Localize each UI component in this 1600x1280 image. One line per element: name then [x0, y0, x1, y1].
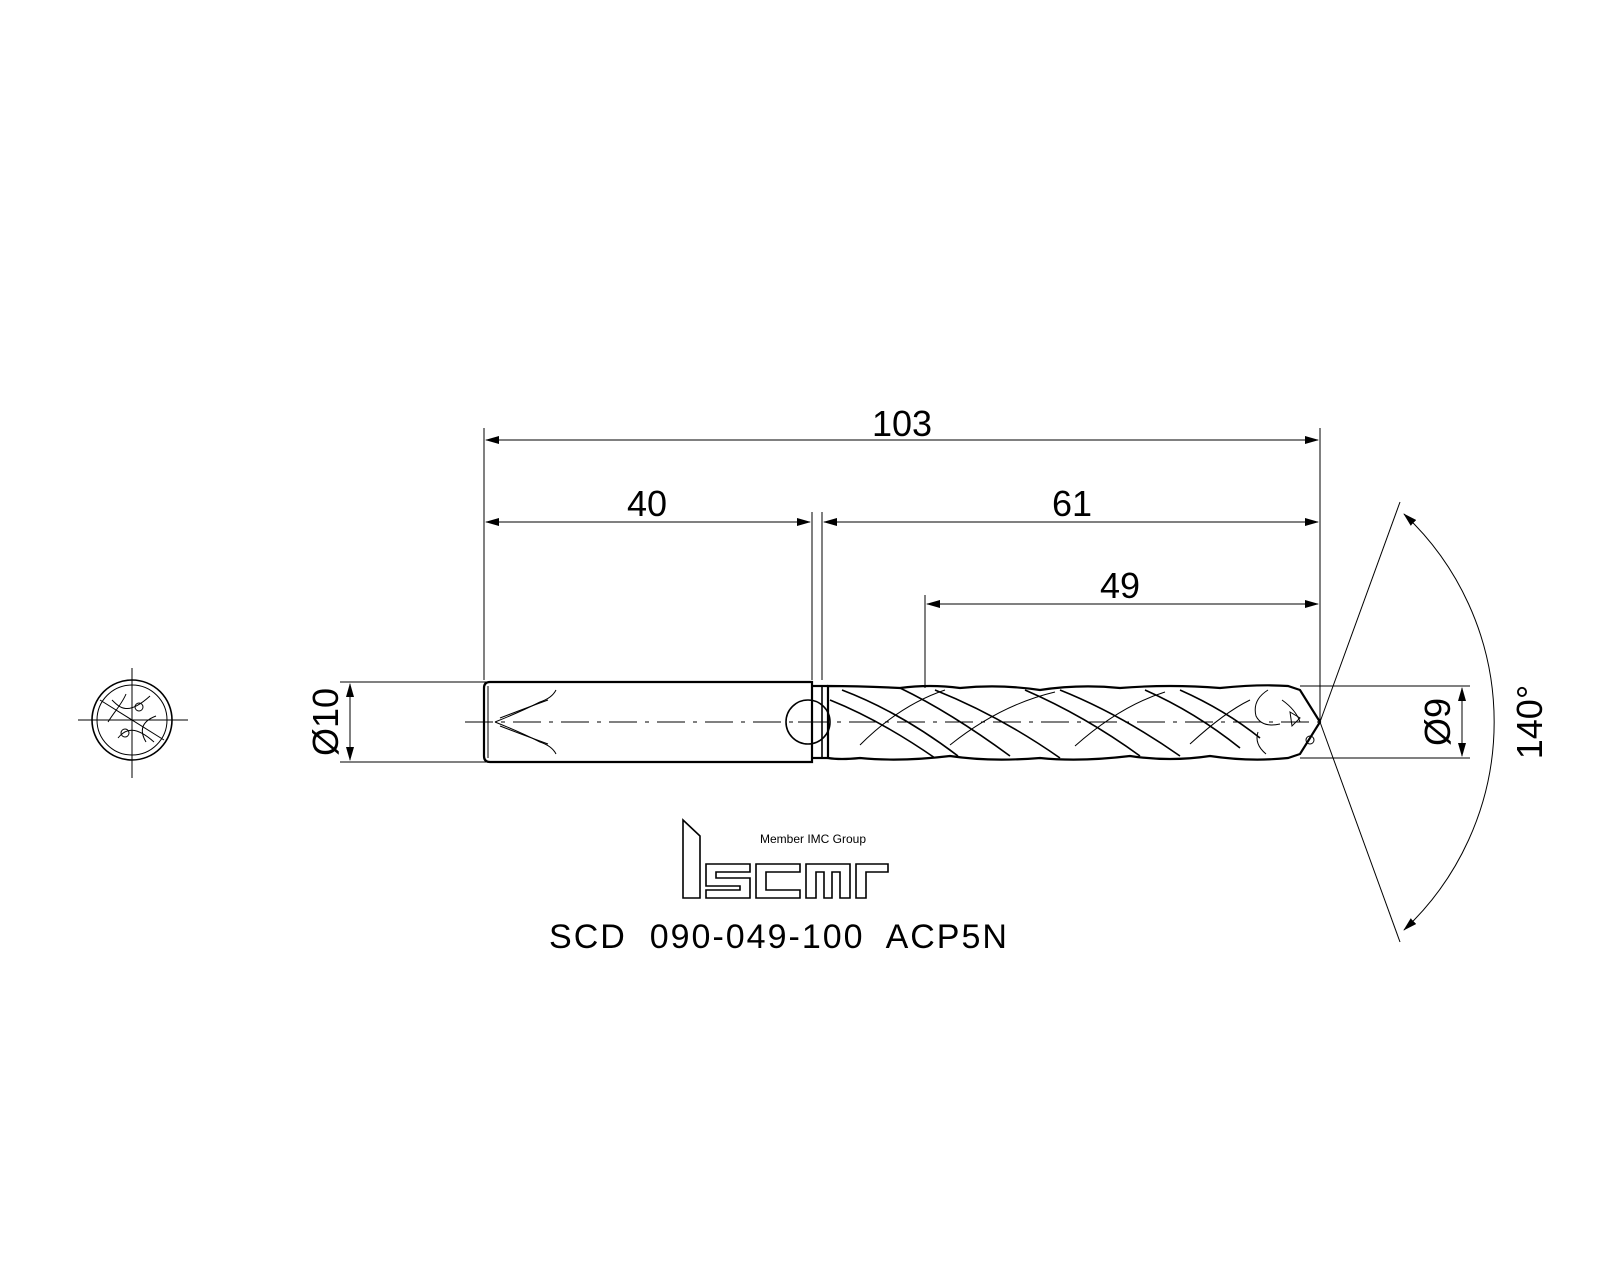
dimension-lines: [346, 436, 1495, 943]
dim-shank-diameter: Ø10: [305, 688, 346, 756]
dim-shank-length: 40: [627, 483, 667, 524]
iscar-logo: Member IMC Group: [682, 818, 889, 899]
part-number: SCD 090-049-100 ACP5N: [549, 918, 1009, 956]
dim-drill-diameter: Ø9: [1417, 698, 1458, 746]
drill-body: [482, 680, 1322, 764]
dim-body-length: 61: [1052, 483, 1092, 524]
dim-point-angle: 140°: [1509, 685, 1550, 759]
dim-flute-length: 49: [1100, 565, 1140, 606]
end-view: [78, 668, 188, 778]
dim-overall-length: 103: [872, 403, 932, 444]
logo-tagline: Member IMC Group: [760, 832, 866, 846]
extension-lines: [340, 428, 1470, 763]
